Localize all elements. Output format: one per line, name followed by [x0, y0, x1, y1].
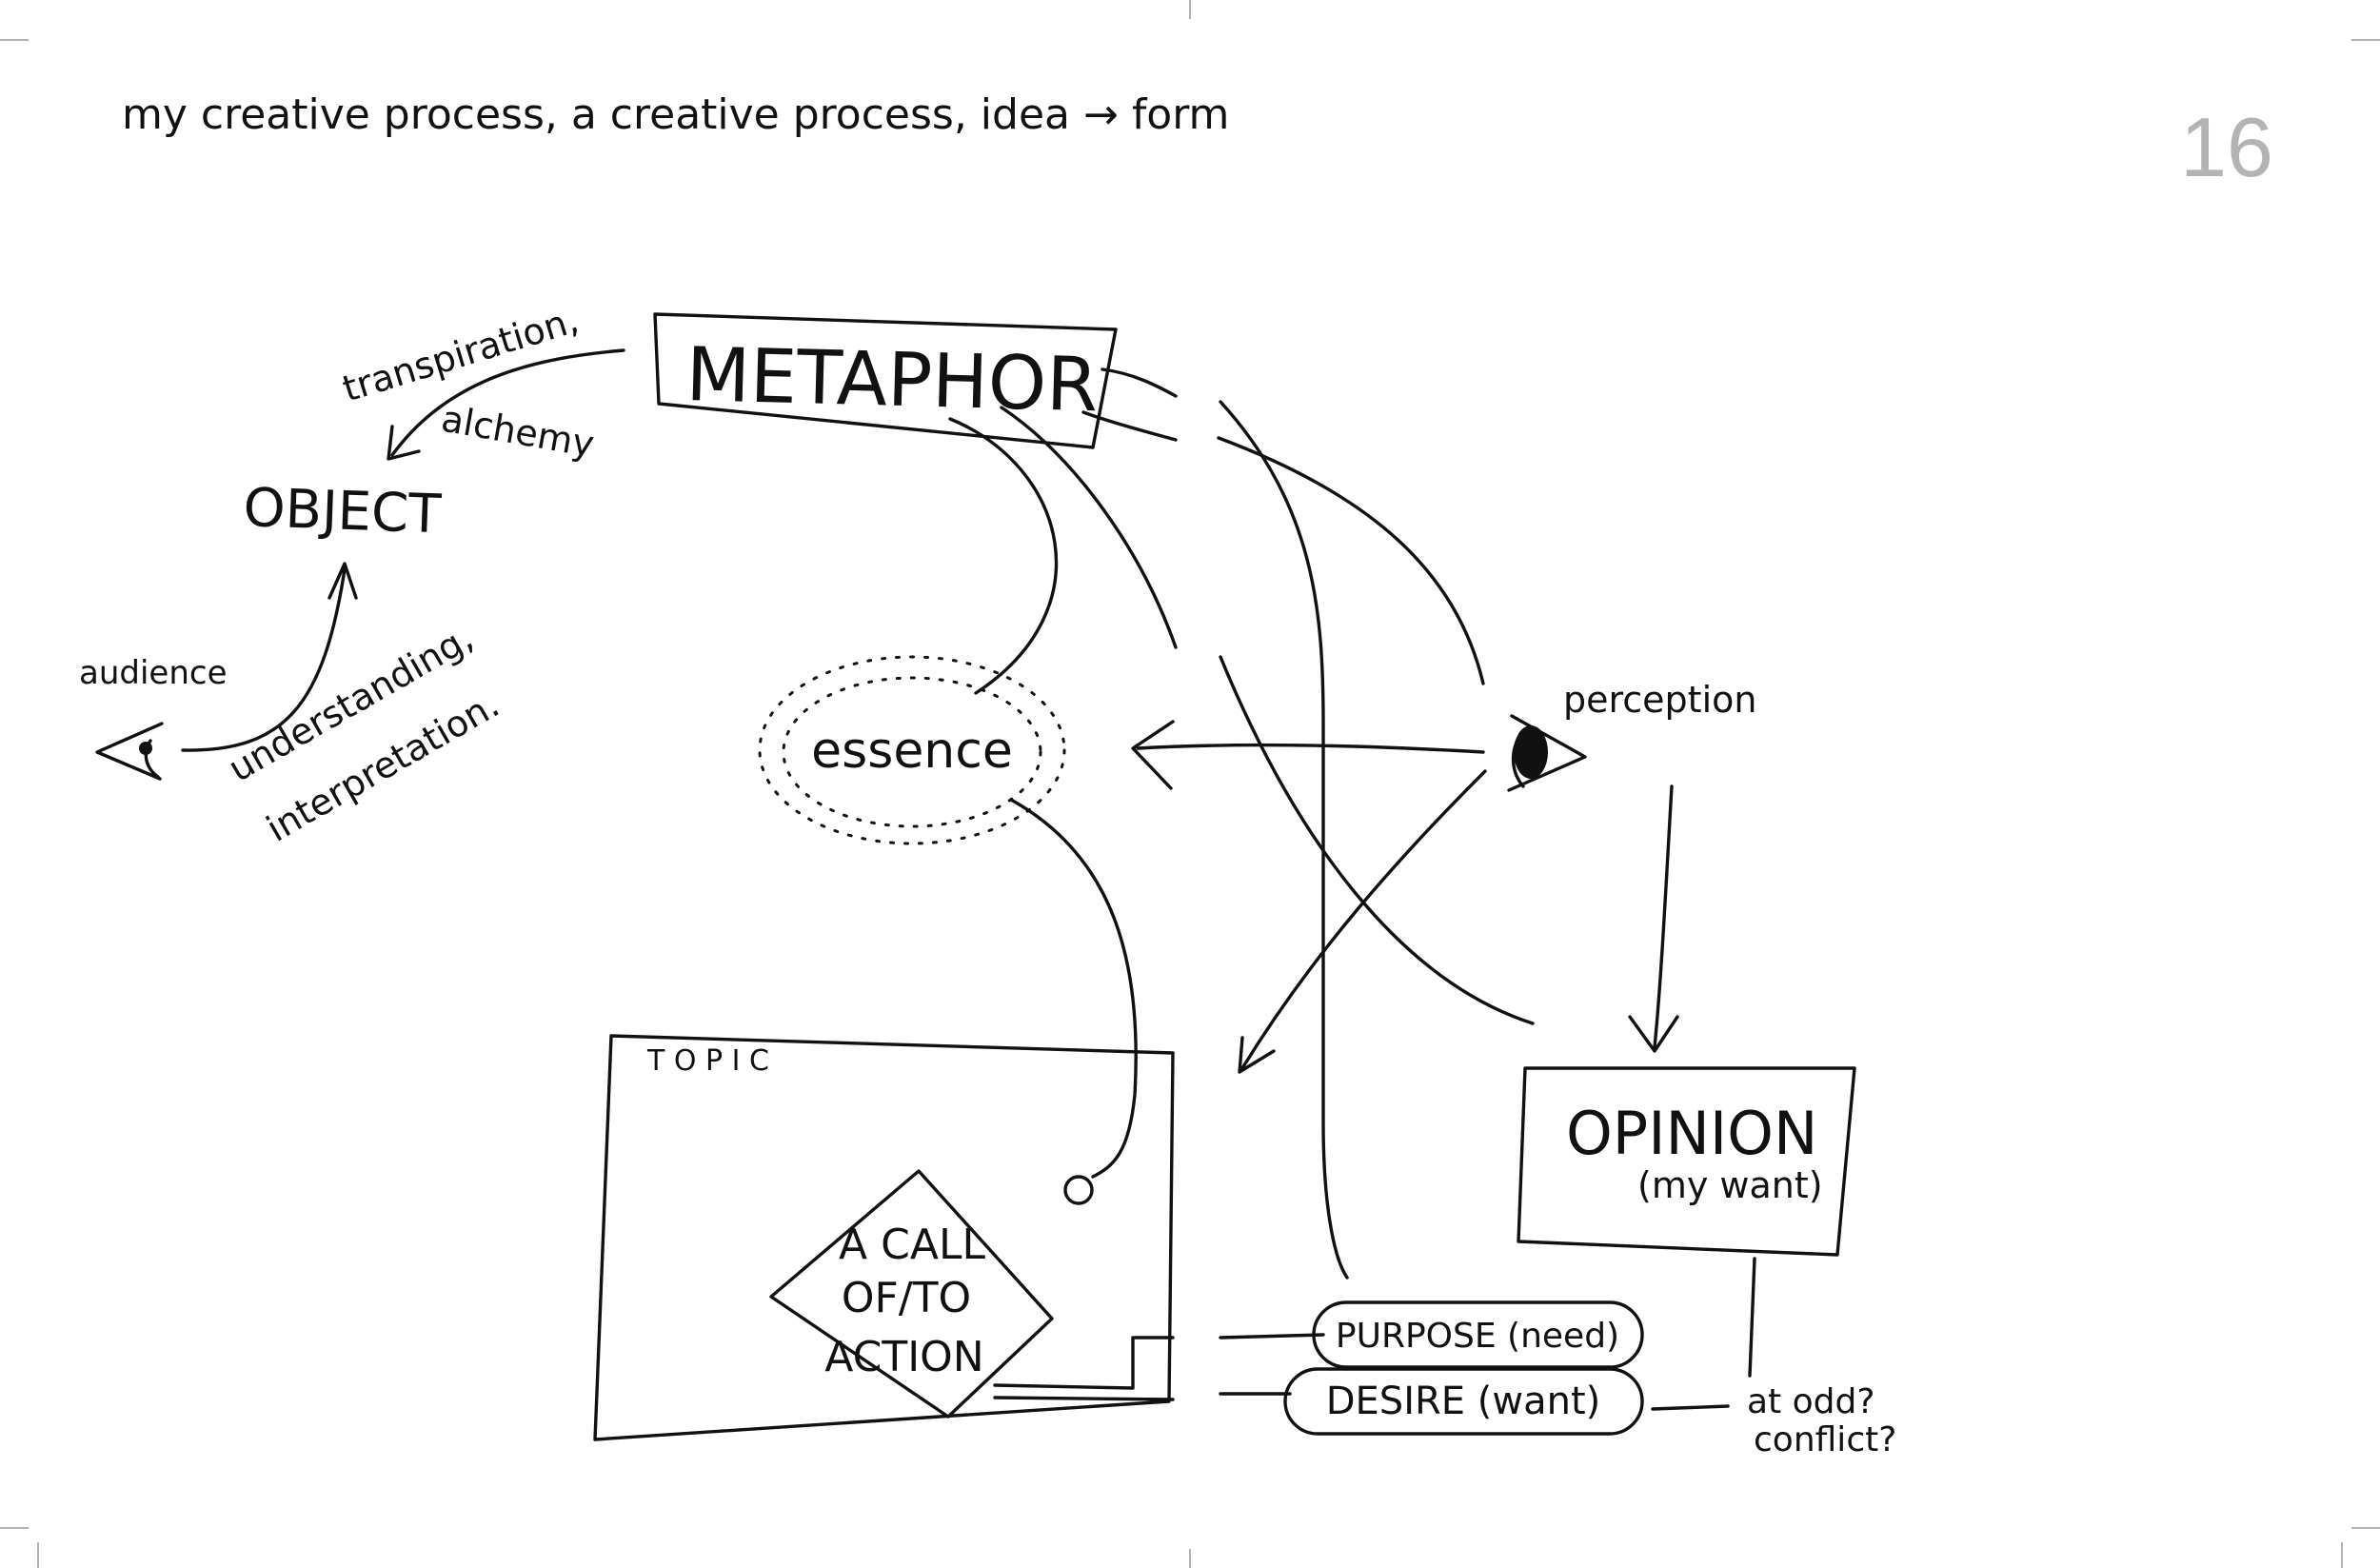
- diamond-to-desire-line: [993, 1336, 1135, 1390]
- call-line-2: OF/TO: [842, 1274, 971, 1322]
- opinion-to-conflict-line: [1748, 1257, 1756, 1378]
- perception-to-topic-arrowhead: [1238, 1036, 1276, 1074]
- perception-to-essence-arrowhead: [1131, 720, 1175, 790]
- metaphor-long-line-1: [1000, 406, 1178, 649]
- connector-circle: [1063, 1175, 1094, 1205]
- audience-label: audience: [79, 654, 228, 692]
- at-odd-label: at odd?: [1747, 1382, 1874, 1421]
- opinion-sub-label: (my want): [1637, 1164, 1823, 1206]
- conflict-label: conflict?: [1754, 1420, 1896, 1459]
- desire-node: DESIRE (want): [1283, 1367, 1644, 1436]
- metaphor-long-line-3: [1081, 410, 1178, 442]
- perception-eye-icon: [1507, 714, 1587, 792]
- opinion-label: OPINION: [1566, 1099, 1817, 1168]
- perception-to-opinion-arrowhead: [1628, 1015, 1679, 1053]
- alchemy-label: alchemy: [438, 398, 597, 466]
- perception-label: perception: [1563, 679, 1756, 721]
- essence-label: essence: [811, 723, 1013, 780]
- call-to-action-node: A CALL OF/TO ACTION: [769, 1169, 1054, 1419]
- vertical-to-purpose-line: [1219, 400, 1349, 1280]
- page-number: 16: [2180, 100, 2273, 194]
- call-line-3: ACTION: [824, 1333, 983, 1381]
- transpiration-arrowhead: [387, 425, 421, 461]
- metaphor-to-perception-line: [1217, 436, 1485, 685]
- opinion-node: OPINION (my want): [1517, 1066, 1856, 1257]
- page-title: my creative process, a creative process,…: [122, 90, 1229, 139]
- essence-to-call-line: [1009, 798, 1138, 1179]
- metaphor-node: METAPHOR: [653, 312, 1118, 449]
- transpiration-arrow: [390, 348, 625, 457]
- topic-node: T O P I C: [593, 1034, 1175, 1441]
- cross-line-to-opinion: [1219, 655, 1535, 1025]
- topic-to-desire-line: [993, 1392, 1292, 1401]
- audience-eye-icon: [95, 722, 164, 781]
- object-label: OBJECT: [243, 477, 444, 546]
- metaphor-long-line-2: [1101, 367, 1178, 398]
- metaphor-label: METAPHOR: [685, 332, 1100, 428]
- metaphor-to-essence-line: [948, 417, 1059, 695]
- understanding-arrowhead: [327, 562, 358, 600]
- call-line-1: A CALL: [839, 1221, 985, 1269]
- desire-to-conflict-line: [1651, 1404, 1730, 1411]
- purpose-node: PURPOSE (need): [1312, 1300, 1644, 1369]
- perception-to-opinion-arrow: [1653, 784, 1674, 1049]
- topic-to-purpose-line: [1133, 1333, 1325, 1340]
- desire-label: DESIRE (want): [1326, 1379, 1601, 1423]
- understanding-arrow: [181, 567, 347, 752]
- essence-node: essence: [758, 655, 1066, 845]
- perception-to-topic-arrow: [1240, 769, 1487, 1070]
- topic-label: T O P I C: [646, 1044, 769, 1078]
- perception-to-essence-arrow: [1136, 743, 1485, 754]
- purpose-label: PURPOSE (need): [1336, 1317, 1619, 1356]
